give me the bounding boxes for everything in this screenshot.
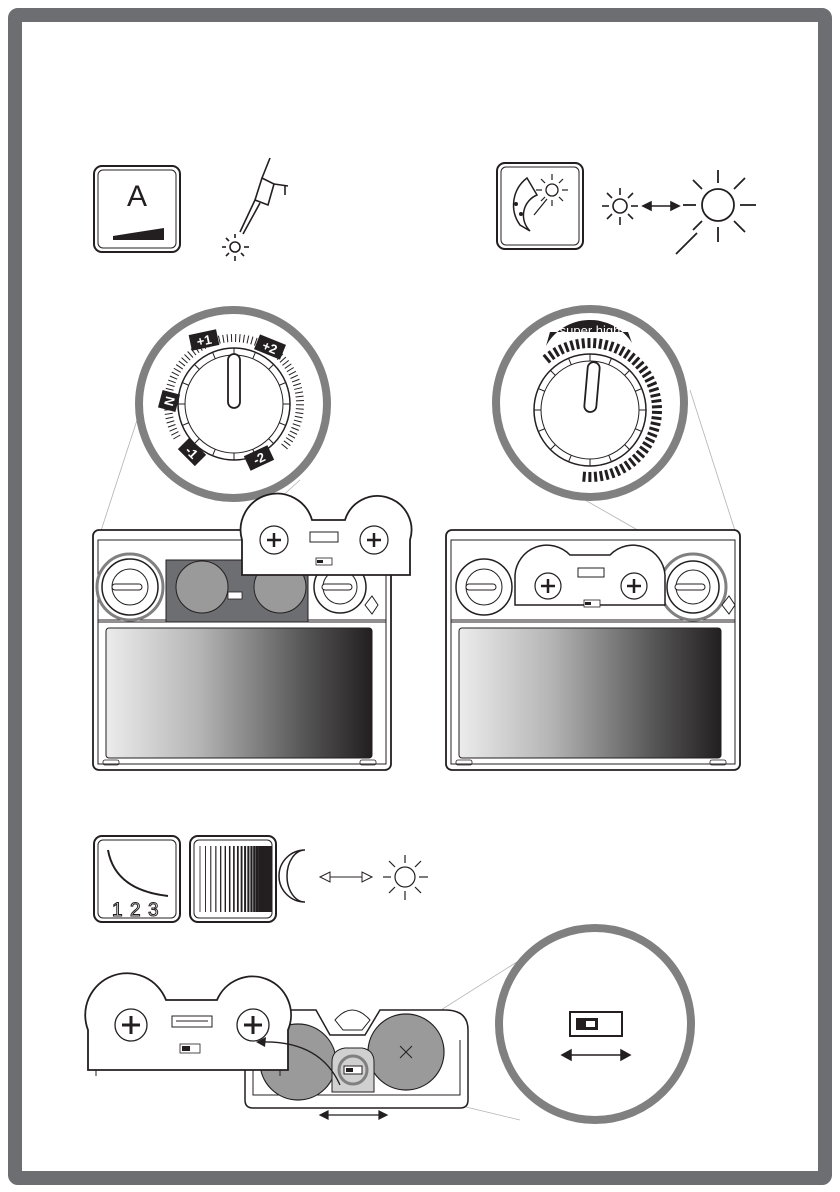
dial-tick [577, 339, 579, 349]
delay-num-2: 2 [130, 900, 141, 921]
gradient-lines-icon [190, 836, 276, 922]
battery-cover-upper [241, 494, 412, 575]
delay-icon: 1 2 3 [94, 836, 180, 922]
lens-left [106, 628, 372, 758]
dial-tick [584, 472, 585, 482]
dial-tick [296, 409, 304, 410]
small-sun-icon [602, 188, 638, 225]
sensitivity-dial[interactable]: +1 +2 N -1 -2 [139, 310, 327, 498]
dial-tick [652, 418, 662, 419]
sun-icon-bottom [383, 855, 428, 900]
sensitivity-letter: A [127, 180, 147, 213]
lens-right [459, 628, 721, 758]
dial-tick [600, 339, 602, 349]
large-sun-icon [676, 170, 756, 254]
shade-icon [497, 163, 583, 249]
dial-tick [583, 338, 584, 348]
dial-tick [651, 394, 661, 396]
dial-tick [239, 334, 240, 342]
svg-text:+1: +1 [195, 332, 213, 350]
switch-magnifier[interactable] [499, 928, 691, 1120]
cartridge-right [446, 530, 740, 770]
double-arrow-icon-bottom [320, 872, 372, 882]
slide-arrow-bottom [320, 1111, 387, 1119]
sensitivity-icon: A [94, 166, 180, 252]
double-arrow-icon [643, 202, 679, 210]
delay-num-1: 1 [112, 900, 123, 921]
dial-tick [595, 472, 596, 482]
shade-dial[interactable]: super high [496, 309, 684, 497]
dial-tick [594, 338, 595, 348]
delay-num-3: 3 [148, 900, 159, 921]
dial-tick [651, 423, 661, 425]
shade-label: super high [560, 323, 621, 338]
dial-tick [600, 471, 602, 481]
moon-icon [279, 850, 305, 902]
welding-torch-icon [222, 158, 288, 261]
battery-cover-lower [85, 973, 291, 1076]
dial-tick [651, 400, 661, 401]
